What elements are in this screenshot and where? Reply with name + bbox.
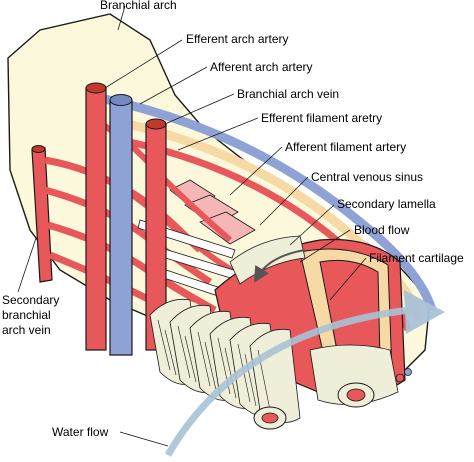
- arch-vein-band: [99, 93, 437, 312]
- label-efferent-arch-artery: Efferent arch artery: [186, 32, 289, 46]
- leader-lines: [17, 5, 367, 447]
- water-flow-arrow: [164, 290, 445, 457]
- label-branchial-arch-vein: Branchial arch vein: [237, 87, 339, 101]
- label-afferent-filament-artery: Afferent filament artery: [285, 140, 406, 154]
- label-branchial-arch: Branchial arch: [100, 0, 177, 12]
- secondary-branchial-arch-vein: [31, 145, 53, 283]
- secondary-lamellae: [149, 235, 399, 423]
- label-secondary-branchial-arch-vein-3: arch vein: [2, 323, 51, 337]
- efferent-arch-artery: [85, 82, 107, 351]
- central-venous-sinus: [169, 179, 256, 245]
- lamella-ridges: [157, 319, 271, 411]
- blood-flow-arrow: [253, 249, 306, 283]
- arch-cartilage-band: [109, 115, 425, 322]
- filament-cross-sections: [253, 368, 412, 430]
- label-central-venous-sinus: Central venous sinus: [311, 170, 423, 184]
- label-afferent-arch-artery: Afferent arch artery: [210, 60, 313, 74]
- label-blood-flow: Blood flow: [354, 223, 410, 237]
- branchial-arch-vein: [109, 94, 133, 356]
- label-secondary-branchial-arch-vein-1: Secondary: [2, 293, 59, 307]
- label-secondary-lamella: Secondary lamella: [337, 197, 436, 211]
- label-water-flow: Water flow: [52, 425, 109, 439]
- label-efferent-filament-artery: Efferent filament aretry: [261, 111, 382, 125]
- label-secondary-branchial-arch-vein-2: branchial: [2, 308, 51, 322]
- label-filament-cartilage: Filament cartilage: [369, 251, 464, 265]
